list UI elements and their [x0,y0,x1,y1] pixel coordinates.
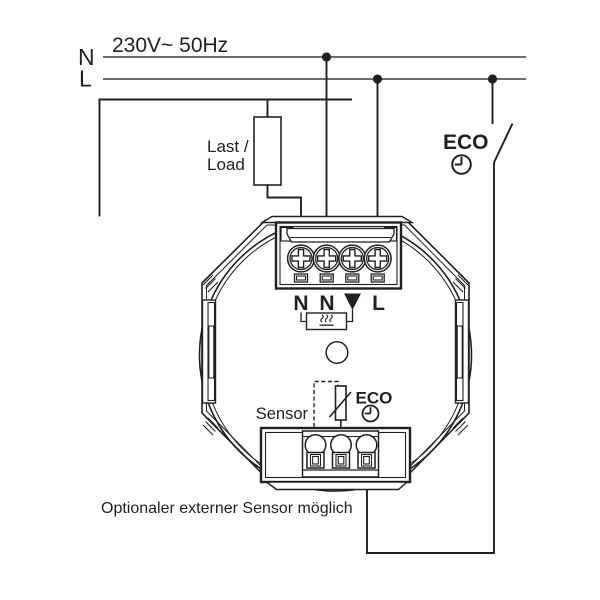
sensor-eco-label: ECO [356,389,393,408]
supply-voltage-label: 230V~ 50Hz [112,34,228,57]
sensor-label: Sensor [256,405,309,423]
clamp-terminal-1 [304,433,327,469]
clamp-terminal-2 [329,433,353,469]
clamp-terminal-3 [355,433,378,469]
load-to-neutral-wire [266,185,302,217]
corner-hatch-bottom-right [452,417,469,436]
load-resistor-box [253,116,282,186]
terminal-block-housing-inner [279,225,398,286]
eco-switch-label: ECO [443,131,489,154]
screw-terminal-4 [363,244,392,283]
sensor-clock-icon [361,404,380,423]
screw-terminal-2 [312,244,341,283]
heating-element-brackets [300,309,354,323]
terminal-label-n1: N [293,292,308,315]
screw-terminal-1 [286,244,316,283]
claw-slot-left [201,299,217,404]
sensor-dashed-link [313,380,339,427]
load-label-line1: Last / [207,137,249,156]
switched-live-arrow-icon [344,293,361,310]
line-bus-label: L [79,66,92,92]
clamp-bar [286,227,395,243]
eco-switch: ECO [443,131,489,175]
neutral-bus-label: N [78,44,95,70]
terminal-block-bottom [259,426,412,491]
heating-element [300,309,354,331]
center-hole [325,340,349,365]
heating-element-box [305,312,348,331]
screw-terminal-3 [338,244,367,283]
supply-bus: N L 230V~ 50Hz [78,34,526,92]
terminal-label-l: L [372,292,385,315]
eco-return-wire [366,162,495,554]
claw-slot-right [454,299,470,404]
clock-icon [451,154,472,175]
sensor-section: Sensor ECO [256,380,393,431]
junction-dot-line2 [487,74,498,84]
terminal-block-top [259,215,415,290]
bottom-plate [264,481,409,491]
ntc-sensor-icon [328,385,352,431]
load-to-arrow-wire [98,98,352,217]
wiring [98,52,514,554]
corner-hatch-top-right [452,274,469,293]
heating-icon [319,314,334,326]
junction-dot-neutral [321,52,332,62]
load-label-line2: Load [207,155,245,174]
terminal-block-flange [259,215,415,224]
terminal-label-n2: N [319,292,334,315]
caption: Optionaler externer Sensor möglich [101,500,353,517]
corner-hatch-bottom-left [202,417,219,436]
load-resistor: Last / Load [207,116,282,186]
eco-switch-blade [493,123,514,163]
junction-dot-line1 [372,74,383,84]
corner-hatch-top-left [202,274,219,293]
terminal-labels: N N L [293,292,385,315]
